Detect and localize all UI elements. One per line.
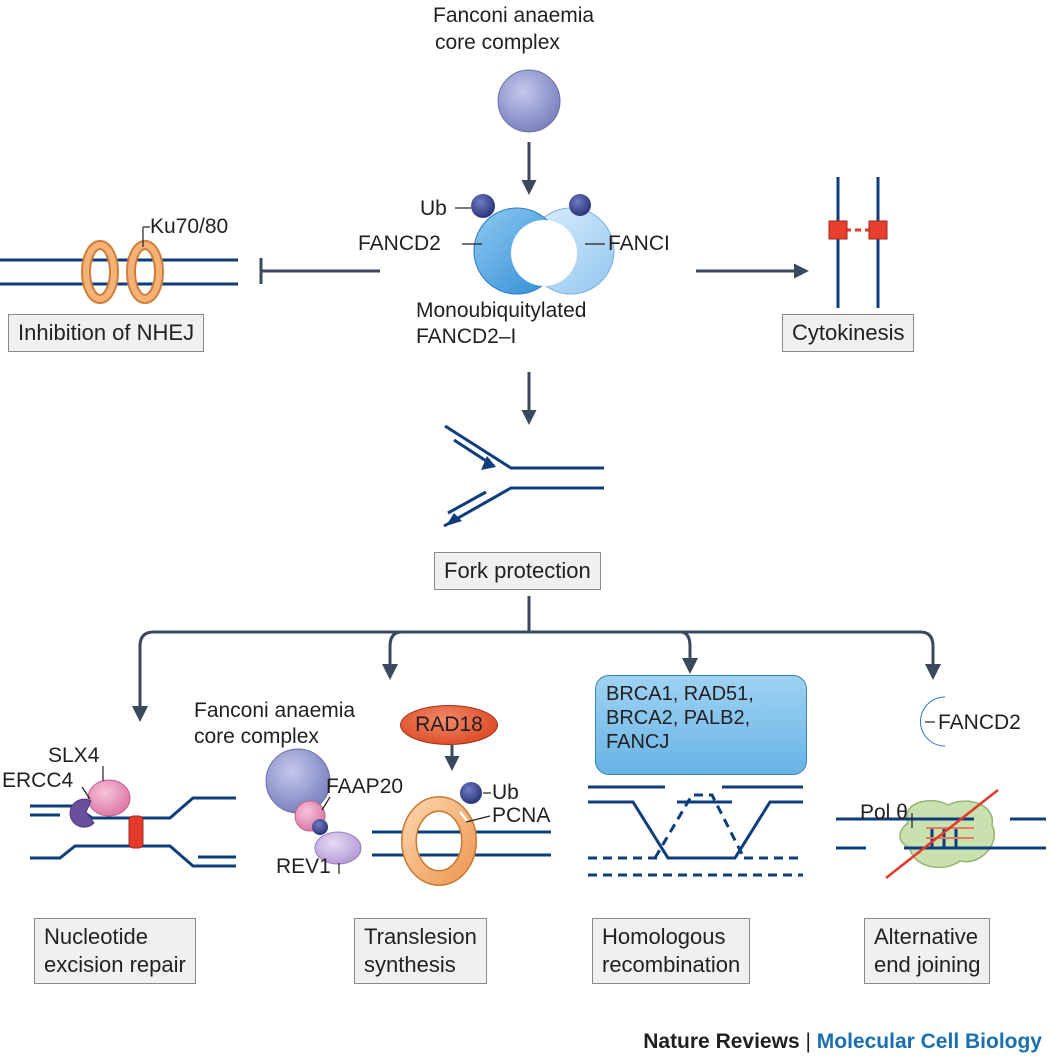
pcna-ring: [402, 797, 476, 885]
hr-proteins-line3: FANCJ: [606, 731, 670, 753]
tls-ub-small: [312, 819, 328, 835]
credit-section: Molecular Cell Biology: [816, 1030, 1042, 1053]
rad18-badge: RAD18: [400, 705, 498, 745]
tls-box-line1: Translesion: [364, 924, 477, 949]
mono-label-line1: Monoubiquitylated: [416, 299, 587, 322]
hr-dna: [588, 785, 803, 860]
cytokinesis-box: Cytokinesis: [782, 314, 915, 352]
core-complex-label-line1: Fanconi anaemia: [433, 4, 595, 27]
credit-separator: |: [805, 1030, 811, 1053]
alt-overhang-1: [885, 789, 999, 879]
journal-credit: Nature Reviews | Molecular Cell Biology: [643, 1030, 1042, 1054]
branch-arrowhead-ner: [132, 706, 148, 722]
tls-core-label-line1: Fanconi anaemia: [194, 699, 356, 722]
hr-box-line1: Homologous: [602, 924, 726, 949]
ercc4-label: ERCC4: [2, 769, 74, 792]
replication-fork: [443, 424, 604, 528]
tls-ub-label: Ub: [492, 781, 519, 804]
tls-core-label-line2: core complex: [194, 725, 319, 748]
rev1-protein: [314, 831, 362, 865]
alt-fancd2-crescent: [920, 696, 946, 747]
pcna-leader: [465, 815, 491, 823]
ub-on-fanci: [569, 194, 591, 216]
branch-arrowhead-tls: [382, 664, 398, 680]
faap20-label: FAAP20: [326, 775, 404, 798]
nhej-box: Inhibition of NHEJ: [8, 314, 205, 352]
core-complex-sphere: [497, 69, 561, 133]
fancd2-label: FANCD2: [358, 232, 441, 255]
branch-arrowhead-alt: [925, 664, 941, 680]
alt-fancd2-label: FANCD2: [938, 711, 1021, 734]
faap20-leader: [321, 796, 331, 811]
branch-arrows: [138, 596, 935, 710]
bridge-marker-left: [828, 220, 848, 240]
tls-box-line2: synthesis: [364, 952, 456, 977]
hr-proteins-line1: BRCA1, RAD51,: [606, 683, 754, 705]
ku-ring-1-fill: [83, 242, 117, 302]
ner-box-line1: Nucleotide: [44, 924, 148, 949]
bridge-marker-right: [868, 220, 888, 240]
tls-box: Translesion synthesis: [354, 918, 487, 984]
nhej-box-text: Inhibition of NHEJ: [18, 320, 195, 345]
tls-core-complex-sphere: [265, 748, 331, 814]
hr-box: Homologous recombination: [592, 918, 751, 984]
fanci-label: FANCI: [608, 232, 670, 255]
ercc4-protein: [69, 798, 95, 828]
fancd2i-central-hole: [511, 220, 577, 286]
ner-lesion-marker: [128, 815, 144, 849]
ercc4-leader: [81, 786, 91, 800]
ku-label: Ku70/80: [150, 215, 229, 238]
hr-donor-dna: [588, 793, 803, 877]
hr-box-line2: recombination: [602, 952, 741, 977]
core-complex-label-line2: core complex: [435, 31, 560, 54]
pol-theta-label: Pol θ: [860, 801, 908, 824]
branch-arrowhead-hr: [682, 658, 698, 674]
ku-ring-2-fill: [128, 242, 162, 302]
rev1-label: REV1: [276, 855, 331, 878]
fork-protection-box: Fork protection: [434, 552, 601, 590]
pcna-ub: [460, 782, 482, 804]
ner-box-line2: excision repair: [44, 952, 186, 977]
slx4-label: SLX4: [48, 744, 100, 767]
slx4-protein: [87, 779, 131, 817]
alt-box: Alternative end joining: [864, 918, 991, 984]
credit-journal: Nature Reviews: [643, 1030, 800, 1053]
alt-box-line1: Alternative: [874, 924, 978, 949]
alt-box-line2: end joining: [874, 952, 981, 977]
mono-label-line2: FANCD2–I: [416, 325, 517, 348]
hr-proteins-box: BRCA1, RAD51, BRCA2, PALB2, FANCJ: [595, 675, 807, 775]
pcna-label: PCNA: [492, 804, 551, 827]
fork-arrowhead-top: [481, 456, 496, 470]
fork-protection-box-text: Fork protection: [444, 558, 591, 583]
fork-arrowhead-bottom: [446, 513, 462, 526]
rad18-label: RAD18: [415, 713, 483, 736]
ub-on-fancd2: [471, 194, 495, 218]
ner-box: Nucleotide excision repair: [34, 918, 196, 984]
hr-proteins-line2: BRCA2, PALB2,: [606, 707, 751, 729]
cytokinesis-box-text: Cytokinesis: [792, 320, 905, 345]
pcna-ring-gap: [459, 811, 469, 823]
ub-label: Ub: [420, 197, 447, 220]
